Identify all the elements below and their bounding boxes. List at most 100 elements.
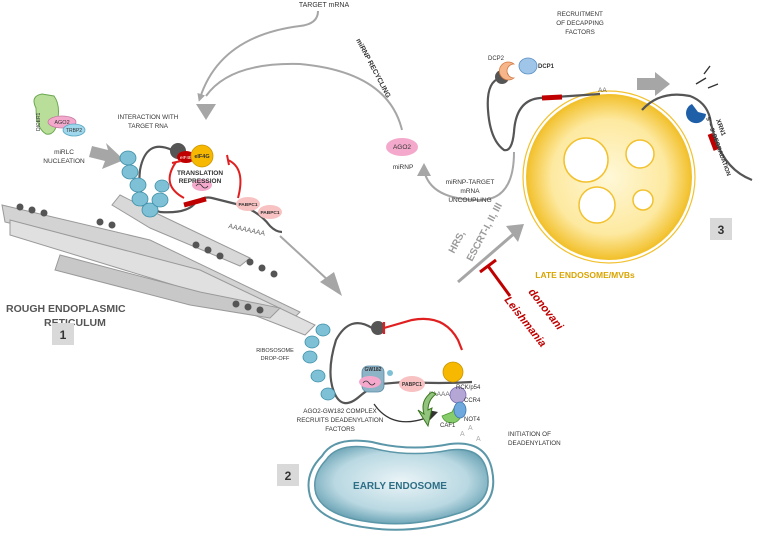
mirna-squiggle-2: [362, 380, 376, 386]
dcp1-label: DCP1: [538, 64, 555, 70]
caf1-label: CAF1: [440, 423, 456, 429]
pabpc1-label-2: PABPC1: [402, 382, 422, 388]
inhibit-bar-1: [171, 160, 182, 164]
deadenylation-label-1: INITIATION OF: [508, 431, 551, 438]
a-letter-3: A: [476, 436, 481, 443]
target-mrna-arrow: [197, 10, 319, 102]
xrn1-shape: [686, 104, 706, 124]
leishmania-inhibit-line: [486, 265, 512, 297]
a-letter-2: A: [460, 431, 465, 438]
ago2-mirnp-shape: [386, 138, 418, 156]
ribosome-dropoff-label-1: RIBOSOSOME: [256, 348, 294, 354]
dcp2-label: DCP2: [488, 56, 505, 62]
ribosomes-2: [302, 323, 336, 401]
recruitment-label-3: FACTORS: [565, 29, 595, 36]
step-1-box: [52, 323, 74, 345]
ago2-mirnp-label: AGO2: [393, 144, 411, 151]
hrs-label: HRS,: [447, 229, 468, 255]
step-3-label: 3: [718, 223, 725, 237]
pabpc1-label-1b: PABPC1: [260, 210, 279, 216]
aa-label: AA: [598, 87, 607, 94]
polya-tail-2: AAAAA: [428, 391, 450, 398]
ago2-label-mirlc: AGO2: [54, 120, 69, 126]
pabpc1-label-1a: PABPC1: [238, 202, 257, 208]
complex-label-1: AGO2-GW182 COMPLEX: [303, 408, 377, 415]
escrt-arrowhead: [506, 224, 524, 242]
inhibit-bar-2: [226, 154, 230, 166]
step-1-label: 1: [60, 328, 67, 342]
green-recruit-arrow: [417, 391, 437, 428]
transfer-arrowhead: [320, 272, 342, 296]
late-endosome: [522, 90, 696, 264]
recycling-arrow: [205, 62, 403, 131]
escrt-label: ESCRT-I, II, III: [465, 201, 505, 263]
cap-2: [371, 321, 385, 335]
inhibit-arc-2: [227, 159, 242, 199]
pabpc1-shape-2: [399, 376, 425, 392]
step-2-label: 2: [285, 469, 292, 483]
eif4e-shape: [177, 151, 195, 163]
rough-er: [1, 194, 316, 336]
eif4g-label: eIF4G: [194, 154, 209, 160]
mirlc-label: miRLC: [54, 149, 74, 156]
ago2-shape-1: [192, 179, 212, 191]
translation-label: TRANSLATION: [177, 170, 223, 177]
mirna-site-3: [541, 94, 563, 101]
target-mrna-label: TARGET mRNA: [299, 2, 350, 9]
interaction-label-2: TARGET RNA: [128, 123, 169, 130]
decapping-arrow: [637, 72, 670, 96]
eif4g-shape: [190, 144, 214, 168]
repression-label: REPRESSION: [179, 178, 222, 185]
inhibit-arc-3: [383, 317, 464, 351]
recycling-arrowhead: [196, 104, 216, 120]
polya-tail-1: AAAAAAAA: [228, 223, 266, 238]
gw182-label: GW182: [365, 367, 382, 373]
deadenylation-label-2: DEADENYLATION: [508, 440, 561, 447]
complex-label-3: FACTORS: [325, 426, 355, 433]
pabpc1-shape-1a: [236, 197, 260, 211]
pabpc1-shape-1b: [258, 205, 282, 219]
escrt-arrow-shaft: [457, 230, 517, 284]
nucleation-arrow: [89, 143, 124, 169]
ribosome-dropoff-label-2: DROP-OFF: [261, 356, 290, 362]
uncoupling-label-3: UNCOUPLING: [448, 197, 491, 204]
not4-shape: [453, 401, 467, 419]
uncoupling-label-1: miRNP-TARGET: [446, 179, 495, 186]
mrna-strand-3b: [641, 93, 753, 182]
dicer1-label: DICER1: [36, 112, 42, 131]
transfer-arrow-shaft: [279, 235, 331, 283]
complex-label-2: RECRUITS DEADENYLATION: [297, 417, 384, 424]
interaction-label: INTERACTION WITH: [118, 114, 179, 121]
uncoupling-arrow: [423, 151, 515, 202]
late-endosome-label: LATE ENDOSOME/MVBs: [535, 270, 635, 280]
rck-shape: [442, 361, 464, 383]
mrna-strand-1: [138, 145, 283, 234]
not4-label: NOT4: [464, 417, 481, 423]
nucleation-label: NUCLEATION: [43, 158, 85, 165]
rck-label: RCK/p54: [456, 385, 481, 391]
step-2-box: [277, 464, 299, 486]
trbp2-label: TRBP2: [66, 128, 82, 134]
mirna-squiggle-1: [195, 183, 209, 189]
eif4e-label: eIF4E: [180, 155, 192, 160]
recruitment-label-2: OF DECAPPING: [556, 20, 604, 27]
step-3-box: [710, 218, 732, 240]
dcp2-shape: [499, 61, 516, 81]
ago2-shape-2: [359, 376, 381, 388]
ribosomes-1: [119, 150, 170, 218]
ccr4-label: CCR4: [464, 398, 481, 404]
gw182-tail-dot: [387, 370, 393, 376]
a-letter-1: A: [468, 425, 473, 432]
recruitment-label-1: RECRUITMENT: [557, 11, 603, 18]
leishmania-inhibit-bar: [479, 258, 497, 274]
early-endosome: [307, 439, 495, 531]
mirnp-label: miRNP: [393, 164, 414, 171]
mirna-site-3b: [707, 133, 719, 151]
rough-er-label: ROUGH ENDOPLASMIC: [6, 303, 126, 315]
early-endosome-label: EARLY ENDOSOME: [353, 481, 447, 492]
dcp1-shape: [518, 57, 538, 75]
uncoupling-label-2: mRNA: [460, 188, 480, 195]
mirlc-complex: [33, 93, 86, 137]
